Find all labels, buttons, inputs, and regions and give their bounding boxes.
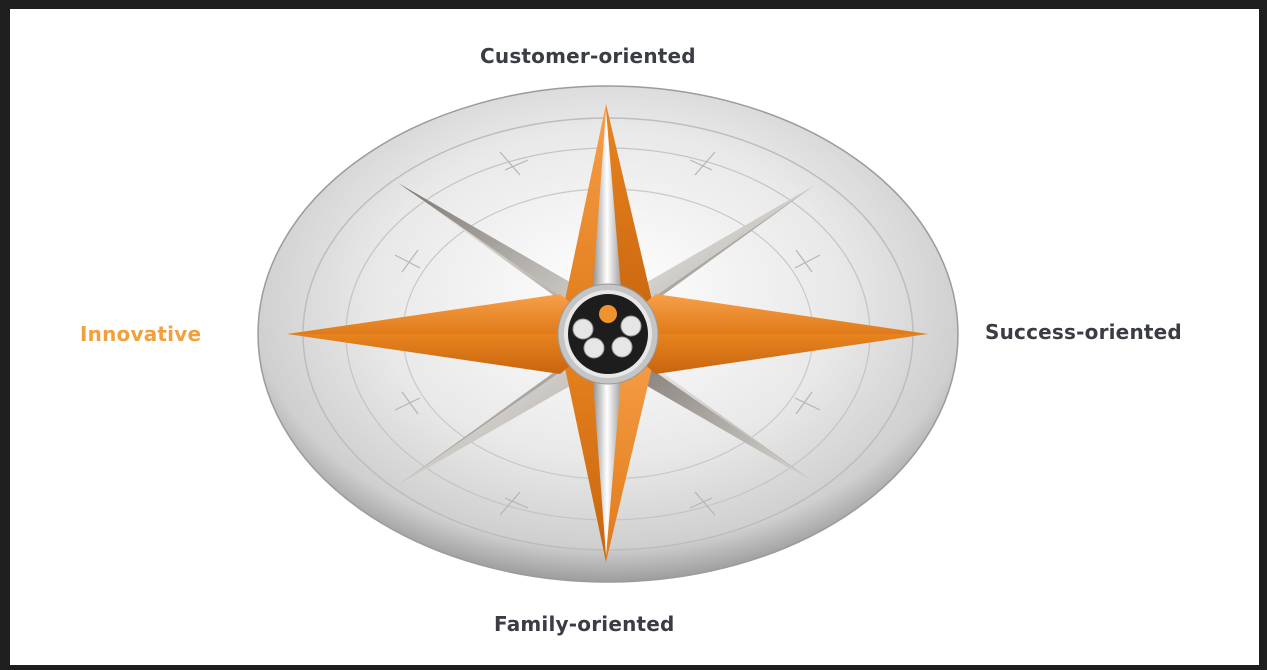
- label-innovative: Innovative: [80, 322, 201, 346]
- label-family-oriented: Family-oriented: [494, 612, 675, 636]
- label-success-oriented: Success-oriented: [985, 320, 1182, 344]
- five-dot-hub-icon: [558, 284, 658, 384]
- label-customer-oriented: Customer-oriented: [480, 44, 696, 68]
